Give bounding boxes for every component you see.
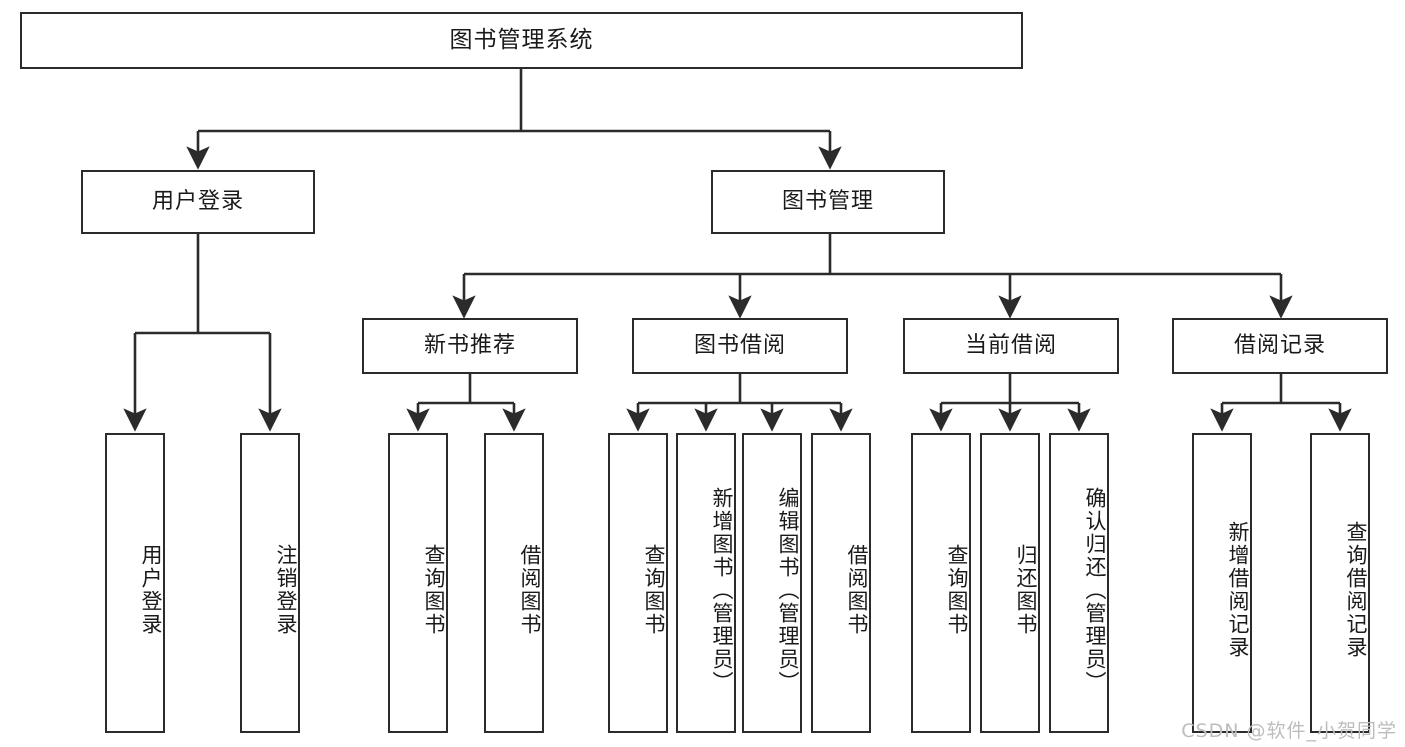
leaf-user-login-login[interactable]: 用户登录: [105, 433, 165, 733]
node-label: 新增图书（管理员）: [710, 486, 734, 694]
node-label: 借阅记录: [1233, 332, 1326, 358]
node-label: 当前借阅: [964, 332, 1057, 358]
node-label: 图书管理系统: [449, 26, 594, 53]
leaf-new-book-borrow-books[interactable]: 借阅图书: [484, 433, 544, 733]
node-label: 新书推荐: [423, 332, 516, 358]
node-user-login[interactable]: 用户登录: [81, 170, 315, 234]
leaf-book-borrow-borrow-books[interactable]: 借阅图书: [811, 433, 871, 733]
leaf-current-borrow-return-books[interactable]: 归还图书: [980, 433, 1040, 733]
node-label: 编辑图书（管理员）: [776, 486, 800, 694]
leaf-book-borrow-edit-book-admin[interactable]: 编辑图书（管理员）: [742, 433, 802, 733]
leaf-current-borrow-confirm-return-admin[interactable]: 确认归还（管理员）: [1049, 433, 1109, 733]
leaf-user-login-logout[interactable]: 注销登录: [240, 433, 300, 733]
node-label: 确认归还（管理员）: [1083, 486, 1107, 694]
node-label: 查询借阅记录: [1344, 521, 1368, 659]
node-label: 注销登录: [274, 544, 298, 636]
node-label: 查询图书: [945, 544, 969, 636]
leaf-borrow-record-add-record[interactable]: 新增借阅记录: [1192, 433, 1252, 733]
node-label: 用户登录: [139, 544, 163, 636]
leaf-book-borrow-query-books[interactable]: 查询图书: [608, 433, 668, 733]
leaf-new-book-query-books[interactable]: 查询图书: [388, 433, 448, 733]
node-label: 图书管理: [781, 188, 874, 214]
node-label: 用户登录: [151, 188, 244, 214]
node-label: 归还图书: [1014, 544, 1038, 636]
node-book-borrow[interactable]: 图书借阅: [632, 318, 848, 374]
watermark: CSDN @软件_小贺同学: [1181, 720, 1397, 742]
leaf-borrow-record-query-record[interactable]: 查询借阅记录: [1310, 433, 1370, 733]
node-label: 新增借阅记录: [1226, 521, 1250, 659]
node-label: 图书借阅: [693, 332, 786, 358]
node-label: 借阅图书: [845, 544, 869, 636]
node-label: 查询图书: [422, 544, 446, 636]
node-book-management[interactable]: 图书管理: [711, 170, 945, 234]
node-root-book-management-system[interactable]: 图书管理系统: [20, 12, 1023, 69]
leaf-book-borrow-add-book-admin[interactable]: 新增图书（管理员）: [676, 433, 736, 733]
node-borrow-record[interactable]: 借阅记录: [1172, 318, 1388, 374]
node-new-book-recommend[interactable]: 新书推荐: [362, 318, 578, 374]
node-label: 借阅图书: [518, 544, 542, 636]
node-current-borrow[interactable]: 当前借阅: [903, 318, 1119, 374]
leaf-current-borrow-query-books[interactable]: 查询图书: [911, 433, 971, 733]
node-label: 查询图书: [642, 544, 666, 636]
